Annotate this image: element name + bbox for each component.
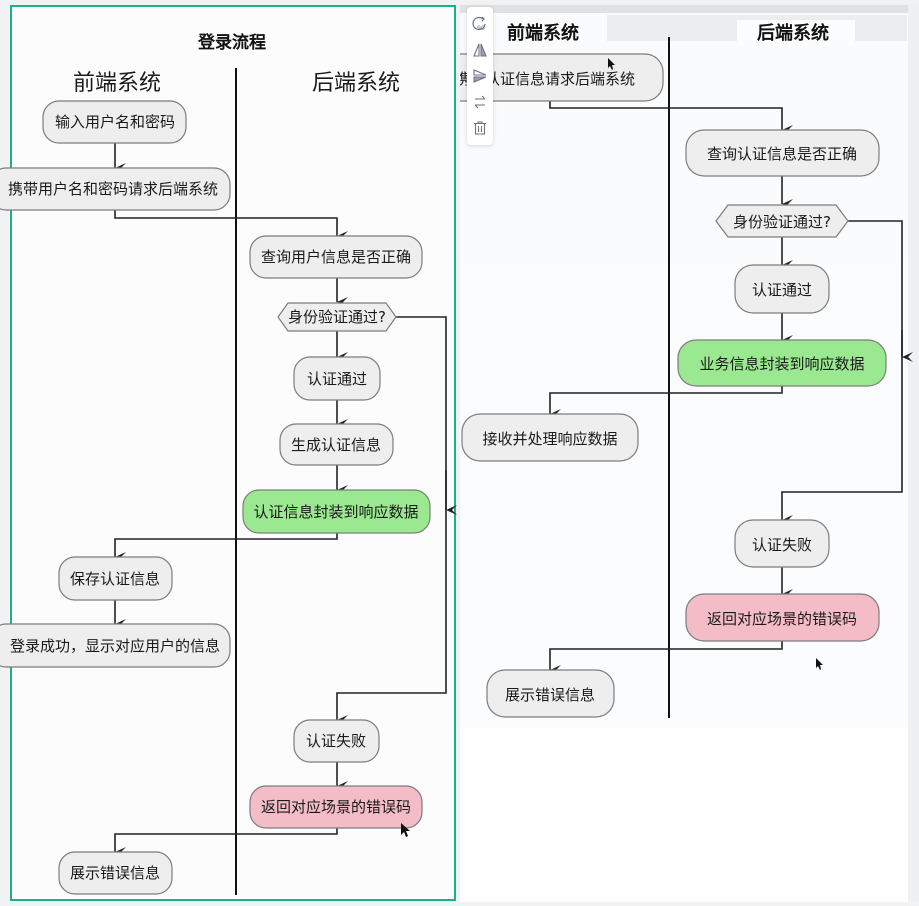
node-decision: 身份验证通过? [715,204,849,238]
svg-text:认证信息封装到响应数据: 认证信息封装到响应数据 [253,503,418,521]
header-backend-bg [737,20,855,46]
node-login-success: 登录成功，显示对应用户的信息 [0,623,231,668]
edge-wrap-to-save [114,533,338,562]
mouse-cursor-icon [401,823,410,837]
node-show-error: 展示错误信息 [486,669,615,718]
node-auth-passed: 认证通过 [734,264,830,314]
svg-text:展示错误信息: 展示错误信息 [70,864,160,882]
edge-decision-to-failed [336,316,447,718]
image-toolbar: 90 [467,7,493,145]
edge-wrap-to-receive [549,386,783,419]
svg-text:90: 90 [477,25,485,32]
lane-title-backend: 后端系统 [312,71,400,96]
edge-error-to-show [114,828,338,857]
flip-horizontal-icon [473,43,487,57]
svg-text:保存认证信息: 保存认证信息 [70,570,160,588]
node-save-auth: 保存认证信息 [58,556,173,601]
svg-text:携带用户名和密码请求后端系统: 携带用户名和密码请求后端系统 [8,180,218,198]
svg-text:认证通过: 认证通过 [752,281,812,299]
svg-text:返回对应场景的错误码: 返回对应场景的错误码 [707,610,857,628]
swap-button[interactable] [470,92,490,112]
flip-vertical-icon [473,69,487,83]
svg-text:认证通过: 认证通过 [307,370,367,388]
lane-title-frontend: 前端系统 [507,22,579,44]
node-query-user: 查询用户信息是否正确 [249,235,423,279]
svg-text:返回对应场景的错误码: 返回对应场景的错误码 [261,798,411,816]
mouse-cursor-icon [608,58,615,70]
rotate-90-button[interactable]: 90 [470,14,490,34]
svg-text:输入用户名和密码: 输入用户名和密码 [55,113,175,131]
svg-text:登录成功，显示对应用户的信息: 登录成功，显示对应用户的信息 [10,637,220,655]
rotate-90-icon: 90 [472,16,486,32]
lane-title-backend: 后端系统 [757,22,829,44]
svg-text:业务信息封装到响应数据: 业务信息封装到响应数据 [699,355,864,373]
node-query-auth: 查询认证信息是否正确 [685,129,880,177]
node-decision: 身份验证通过? [277,302,397,332]
node-wrap-business: 业务信息封装到响应数据 [677,339,887,387]
connectors [549,101,913,675]
node-auth-passed: 认证通过 [293,356,381,401]
flip-horizontal-button[interactable] [470,40,490,60]
svg-text:身份验证通过?: 身份验证通过? [733,213,831,231]
node-request-backend: 携带认证信息请求后端系统 [455,53,664,102]
svg-text:认证失败: 认证失败 [306,732,366,750]
node-request-backend: 携带用户名和密码请求后端系统 [0,167,231,211]
edge-decision-to-failed [781,220,903,525]
node-return-error: 返回对应场景的错误码 [249,785,423,829]
node-auth-failed: 认证失败 [734,519,830,568]
svg-text:生成认证信息: 生成认证信息 [291,436,381,454]
trash-icon [474,121,486,135]
top-strip [460,5,908,13]
diagram-title: 登录流程 [197,32,266,53]
svg-text:查询用户信息是否正确: 查询用户信息是否正确 [261,248,411,266]
svg-text:接收并处理响应数据: 接收并处理响应数据 [482,430,617,448]
svg-text:携带认证信息请求后端系统: 携带认证信息请求后端系统 [455,70,635,88]
svg-text:查询认证信息是否正确: 查询认证信息是否正确 [707,145,857,163]
node-generate-auth: 生成认证信息 [279,423,394,466]
node-receive-response: 接收并处理响应数据 [461,413,639,462]
node-show-error: 展示错误信息 [58,851,173,895]
edge-error-to-show [549,641,783,675]
edge-request-to-query [549,101,793,135]
scroll-gutter [908,5,919,902]
svg-text:展示错误信息: 展示错误信息 [505,686,595,704]
delete-button[interactable] [470,118,490,138]
node-input-credentials: 输入用户名和密码 [42,100,187,144]
swap-icon [474,95,486,109]
node-wrap-response: 认证信息封装到响应数据 [242,489,431,534]
node-auth-failed: 认证失败 [293,719,380,763]
connectors [114,143,457,857]
mouse-cursor-icon [816,658,823,670]
lane-title-frontend: 前端系统 [73,71,161,96]
svg-text:认证失败: 认证失败 [752,536,812,554]
flip-vertical-button[interactable] [470,66,490,86]
edge-request-to-query [114,210,348,241]
svg-text:身份验证通过?: 身份验证通过? [288,308,386,326]
node-return-error: 返回对应场景的错误码 [685,593,880,642]
